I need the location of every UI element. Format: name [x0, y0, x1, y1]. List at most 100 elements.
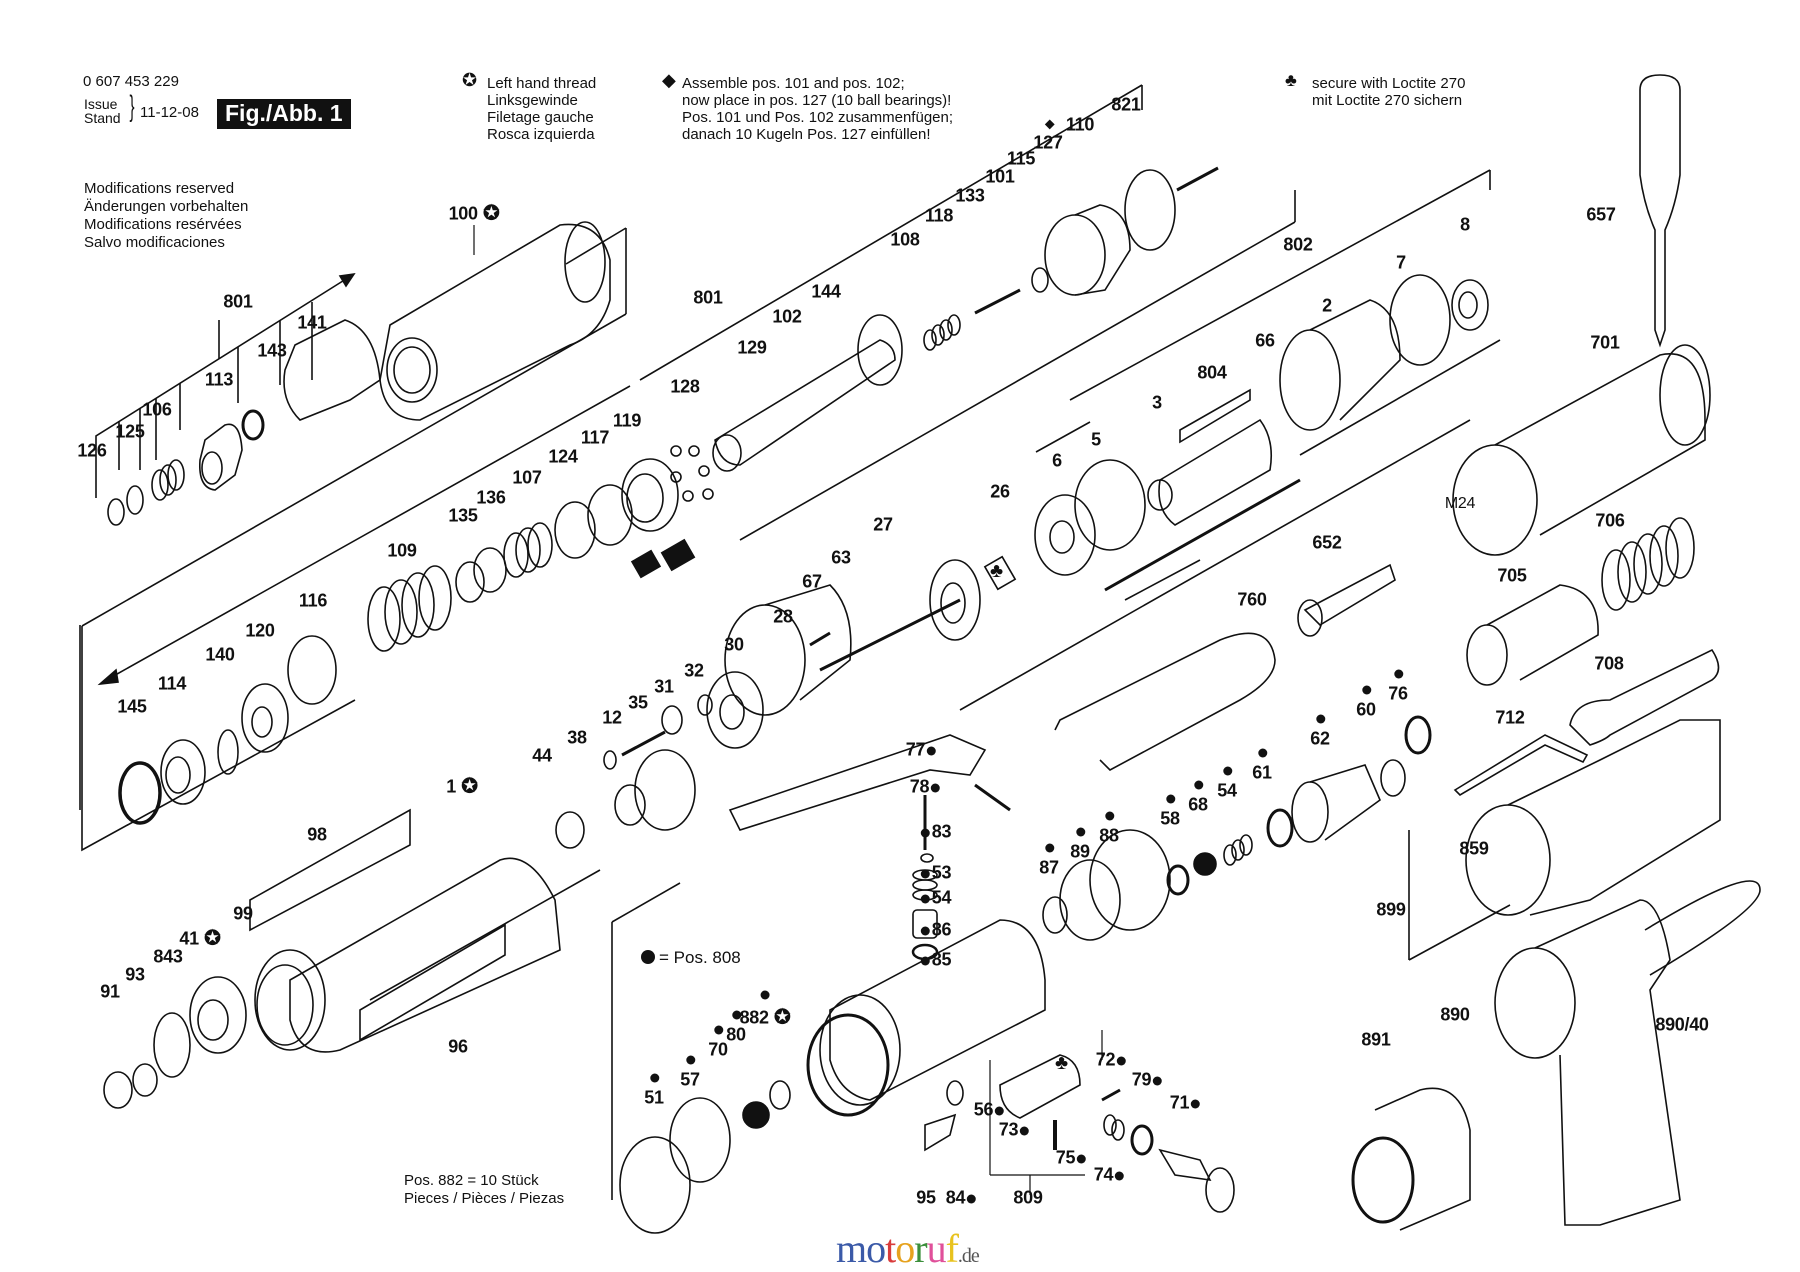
group-bracket-801-lower — [97, 385, 631, 686]
part-109-spring — [367, 565, 452, 652]
part-label-62: 62 — [1310, 714, 1330, 750]
part-label-821: 821 — [1111, 95, 1140, 116]
part-label-72: 72 — [1096, 1050, 1128, 1071]
part-label-text: 72 — [1095, 1049, 1116, 1070]
part-label-text: 78 — [909, 776, 930, 797]
part-label-text: 96 — [448, 1036, 468, 1057]
part-label-86: 86 — [919, 920, 952, 941]
part-843-circlip — [153, 1012, 191, 1078]
part-72-pin — [1101, 1088, 1121, 1102]
part-label-128: 128 — [670, 377, 699, 398]
part-label-text: 5 — [1091, 429, 1101, 450]
part-label-text: 891 — [1361, 1029, 1391, 1050]
part-label-57: 57 — [680, 1055, 700, 1091]
part-118-pin — [974, 288, 1021, 315]
part-label-text: 58 — [1160, 808, 1180, 829]
part-label-56: 56 — [974, 1100, 1006, 1121]
part-label-text: 701 — [1590, 332, 1620, 353]
part-2-housing — [1279, 299, 1401, 431]
watermark-suffix: .de — [957, 1245, 980, 1267]
part-label-text: 76 — [1388, 683, 1408, 704]
pos-808-dot-icon — [685, 1055, 695, 1065]
part-label-text: 821 — [1111, 94, 1141, 115]
part-label-35: 35 — [628, 693, 648, 714]
part-891-cap — [1351, 1087, 1471, 1231]
pos-808-dot-icon — [920, 869, 930, 879]
part-label-100: 100 ✪ — [449, 201, 500, 226]
diamond-icon: ◆ — [662, 70, 676, 90]
part-label-101: 101 — [985, 167, 1014, 188]
pos-808-dot-icon — [1104, 811, 1114, 821]
part-145-oring — [118, 761, 162, 825]
part-label-text: 28 — [773, 606, 793, 627]
part-label-text: 843 — [153, 946, 183, 967]
part-135-ring — [455, 561, 485, 603]
part-label-99: 99 — [233, 904, 253, 925]
part-label-text: 126 — [77, 440, 107, 461]
part-44-sleeve — [555, 811, 585, 849]
modifications-line: Modifications reserved — [84, 180, 235, 197]
part-label-27: 27 — [873, 515, 893, 536]
part-760-wire — [1054, 632, 1276, 771]
part-102-spindle — [712, 314, 903, 472]
part-label-809: 809 — [1013, 1188, 1042, 1209]
part-label-53: 53 — [919, 863, 952, 884]
issue-date: 11-12-08 — [140, 104, 199, 121]
part-label-text: 87 — [1039, 857, 1059, 878]
part-label-text: 801 — [693, 287, 723, 308]
part-label-text: 802 — [1283, 234, 1313, 255]
issue-label-de: Stand — [84, 110, 121, 126]
part-label-text: 30 — [724, 634, 744, 655]
part-label-85: 85 — [919, 950, 952, 971]
pos-808-dot-icon — [760, 990, 770, 1000]
pos-808-dot-icon — [1153, 1076, 1163, 1086]
part-label-116: 116 — [299, 591, 327, 612]
footnote-line: Pos. 882 = 10 Stück — [404, 1172, 539, 1189]
pos-808-dot-icon — [1115, 1171, 1125, 1181]
watermark-letter: f — [945, 1226, 959, 1271]
part-859-boot — [1465, 719, 1721, 916]
part-label-text: 44 — [532, 745, 552, 766]
part-label-68: 68 — [1188, 780, 1208, 816]
part-label-118: 118 — [925, 206, 953, 227]
part-label-text: 143 — [257, 340, 287, 361]
part-107-spring — [503, 522, 553, 578]
part-label-text: 125 — [115, 421, 145, 442]
part-label-51: 51 — [644, 1073, 664, 1109]
footnote-line: Pieces / Pièces / Piezas — [404, 1190, 565, 1207]
part-label-text: 63 — [831, 547, 851, 568]
part-57-plate — [669, 1097, 731, 1183]
part-label-text: 74 — [1093, 1164, 1114, 1185]
pos-808-dot-icon — [1393, 669, 1403, 679]
part-117-ring — [587, 484, 633, 546]
part-label-text: 8 — [1460, 214, 1470, 235]
part-53-oring — [920, 853, 934, 863]
part-label-140: 140 — [205, 645, 234, 666]
part-label-text: 56 — [973, 1099, 994, 1120]
part-label-text: 83 — [931, 821, 952, 842]
note-line: Assemble pos. 101 and pos. 102; — [682, 75, 905, 92]
part-label-117: 117 — [581, 428, 609, 449]
part-119-bearing-cap — [621, 458, 679, 532]
part-77-trigger — [728, 734, 987, 831]
part-label-41: 41 ✪ — [179, 926, 220, 951]
part-label-text: 60 — [1356, 699, 1376, 720]
part-label-28: 28 — [773, 606, 793, 628]
part-label-text: 1 — [446, 776, 456, 797]
part-label-text: 136 — [476, 487, 506, 508]
part-label-66: 66 — [1255, 331, 1275, 352]
part-87-89-88-rings — [1042, 829, 1171, 941]
part-label-text: 890/40 — [1655, 1014, 1709, 1035]
part-label-54a: 54 — [919, 888, 952, 909]
part-label-text: 89 — [1070, 841, 1090, 862]
pos-808-dot-icon — [920, 828, 930, 838]
part-label-70: 70 — [708, 1025, 728, 1061]
filled-dot-icon — [641, 950, 655, 964]
part-890-pistol-grip — [1494, 880, 1761, 1226]
part-label-706: 706 — [1595, 511, 1624, 532]
part-126-clip — [107, 498, 125, 526]
part-113-knurled-nut — [198, 423, 243, 491]
part-label-text: 100 — [448, 203, 478, 224]
part-110-ring — [1124, 169, 1176, 251]
part-68-ball — [1193, 852, 1217, 876]
